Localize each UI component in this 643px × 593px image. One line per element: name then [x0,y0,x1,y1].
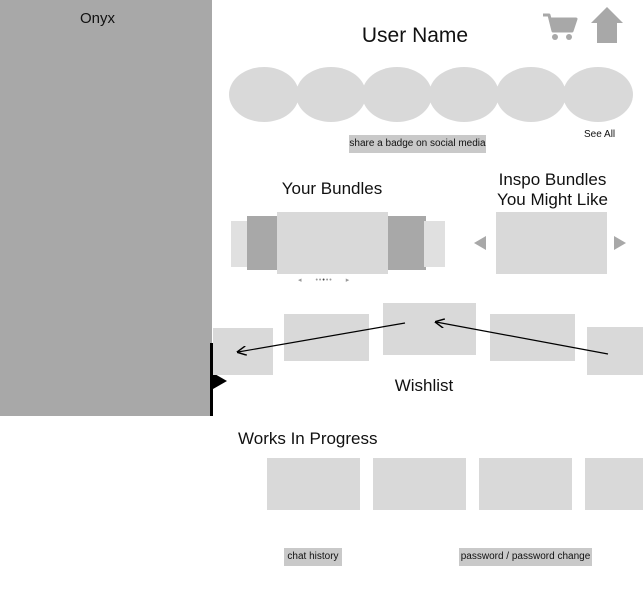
bundle-card-right[interactable] [386,216,426,270]
sidebar-collapse-handle[interactable] [210,343,213,416]
cart-icon[interactable] [542,12,578,42]
carousel-prev-icon[interactable]: ◂ [298,277,303,284]
wishlist-title: Wishlist [394,376,454,395]
badge-circle[interactable] [496,67,566,122]
password-change-button[interactable]: password / password change [459,548,592,566]
see-all-link[interactable]: See All [584,129,616,140]
carousel-next-icon[interactable]: ▸ [345,277,351,284]
wip-card[interactable] [479,458,572,510]
sidebar-title: Onyx [79,10,115,27]
chat-history-button[interactable]: chat history [284,548,342,566]
wip-card[interactable] [373,458,466,510]
share-badge-button[interactable]: share a badge on social media [349,135,486,153]
user-name: User Name [361,24,469,47]
bundle-card-far-left[interactable] [231,221,249,267]
wip-card[interactable] [585,458,643,510]
badge-circle[interactable] [563,67,633,122]
inspo-prev-arrow-icon[interactable] [474,236,486,250]
wishlist-card[interactable] [213,328,273,375]
bundle-card-left[interactable] [247,216,279,270]
sidebar: Onyx [0,0,212,416]
sidebar-toggle-arrow-icon[interactable] [213,373,227,389]
wishlist-card[interactable] [587,327,643,375]
badge-circle[interactable] [429,67,499,122]
bundle-card-far-right[interactable] [424,221,445,267]
wishlist-card[interactable] [490,314,575,361]
badge-circle[interactable] [229,67,299,122]
wishlist-card[interactable] [284,314,369,361]
works-in-progress-title: Works In Progress [238,429,378,448]
home-icon[interactable] [590,6,624,44]
bundles-carousel-pager[interactable]: ◂ ••••• ▸ [298,277,351,284]
your-bundles-title: Your Bundles [281,179,383,198]
inspo-next-arrow-icon[interactable] [614,236,626,250]
inspo-bundles-title: Inspo Bundles You Might Like [497,170,608,209]
inspo-bundle-card[interactable] [496,212,607,274]
wishlist-card-active[interactable] [383,303,476,355]
wip-card[interactable] [267,458,360,510]
bundle-card-center[interactable] [277,212,388,274]
badge-circle[interactable] [296,67,366,122]
badge-circle[interactable] [362,67,432,122]
